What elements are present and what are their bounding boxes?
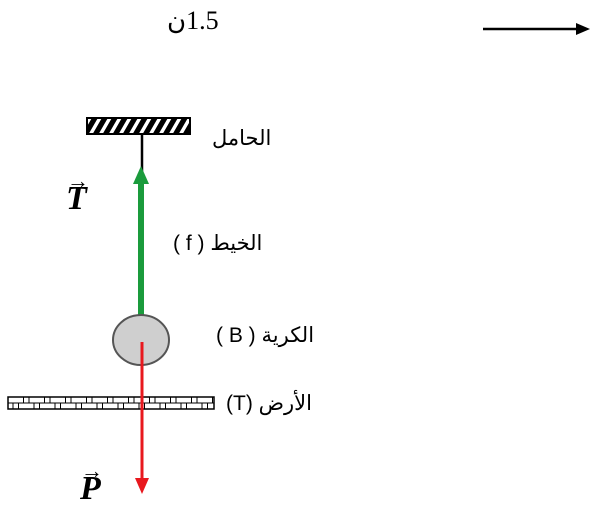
support-hatched-bar xyxy=(86,117,191,135)
support-label: الحامل xyxy=(212,127,272,150)
weight-letter: P xyxy=(80,470,101,507)
ground-label: الأرض (T) xyxy=(226,392,312,415)
string-label: الخيط ( f ) xyxy=(173,232,263,255)
tension-symbol: → T xyxy=(66,170,89,217)
weight-symbol: → P xyxy=(80,460,103,507)
weight-vector xyxy=(135,342,149,494)
vector-arrow-icon: → xyxy=(81,458,103,483)
scale-arrow xyxy=(483,23,590,35)
tension-letter: T xyxy=(66,180,87,217)
vector-arrow-icon: → xyxy=(67,168,89,193)
ground-bar xyxy=(7,396,215,410)
ball-label: الكرية ( B ) xyxy=(216,324,315,347)
scale-value-label: 1.5ن xyxy=(167,6,219,35)
tension-vector xyxy=(133,166,149,318)
